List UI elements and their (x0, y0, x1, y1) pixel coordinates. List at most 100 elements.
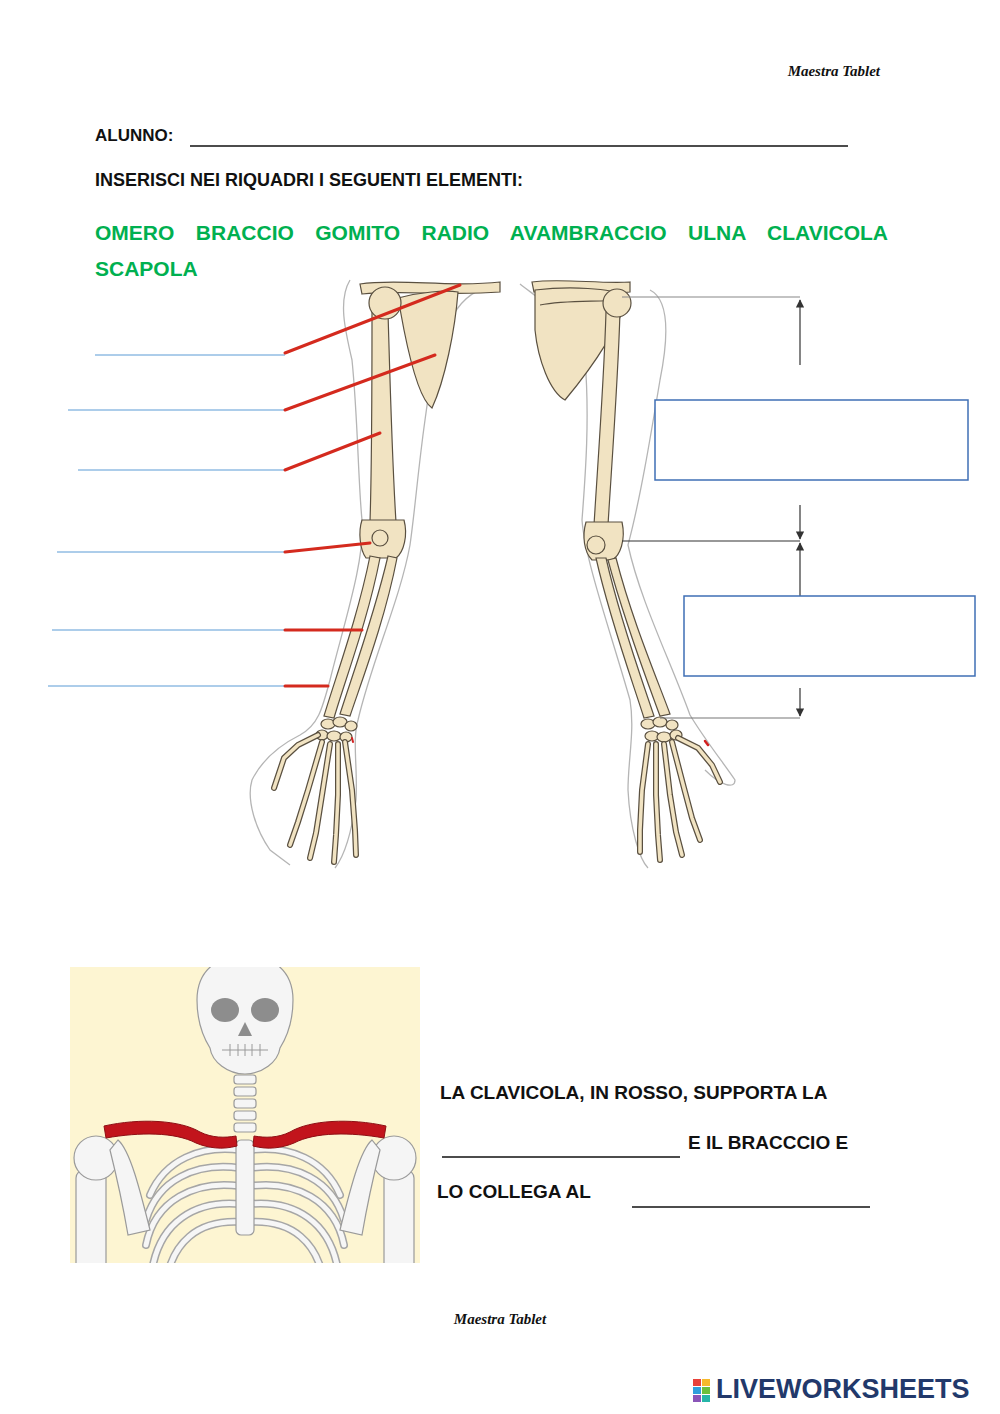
answer-line-part (52, 630, 285, 631)
signature: Maestra Tablet (788, 62, 880, 80)
clavicle-picture-part (165, 1222, 240, 1263)
clavicle-picture-part (230, 1044, 231, 1056)
arm-skeleton-front (316, 282, 500, 742)
arm-skeleton-back-part (603, 289, 631, 317)
hand-bones-front (274, 735, 356, 862)
arm-skeleton-back (532, 281, 682, 742)
question-text: LA CLAVICOLA, IN ROSSO, SUPPORTA LA (440, 1082, 827, 1105)
hand-bones-front-part (345, 742, 356, 855)
clavicle-picture-part (340, 1140, 380, 1235)
arm-skeleton-back-part (657, 732, 671, 742)
arm-skeleton-back-part (584, 522, 623, 560)
dimension-bracket-part (799, 543, 800, 598)
dimension-bracket-part (799, 300, 800, 365)
answer-line-part (95, 355, 285, 356)
arm-skeleton-back-part (594, 312, 620, 525)
clavicle-picture-part (197, 967, 293, 1074)
answer-box (655, 400, 975, 676)
hand-bones-front-part (290, 742, 322, 845)
name-line (190, 146, 848, 147)
answer-line-part (78, 470, 285, 471)
clavicle-picture-part (252, 1044, 253, 1056)
arm-skeleton-back-part (608, 558, 670, 716)
arm-skeleton-front-part (324, 556, 380, 718)
answer-box-part (684, 596, 975, 676)
arm-skeleton-front-part (360, 520, 406, 558)
worksheet-title: INSERISCI NEI RIQUADRI I SEGUENTI ELEMEN… (95, 170, 523, 191)
logo-icon (693, 1379, 710, 1402)
pointer-line-part (285, 355, 435, 410)
clavicle-picture-part (211, 998, 239, 1022)
clavicle-picture-part (253, 1121, 386, 1148)
hand-bones-back-part (678, 738, 720, 782)
arm-skeleton-front-part (345, 721, 357, 731)
pointer-line-part (285, 629, 362, 632)
clavicle-picture-part (211, 998, 279, 1036)
logo-icon-part (702, 1387, 710, 1394)
fill-in-blank-part (442, 1156, 680, 1158)
clavicle-picture-part (76, 1170, 106, 1263)
hand-bones-front-part (274, 735, 356, 862)
dimension-bracket-part (622, 540, 800, 541)
arm-skeleton-front-part (398, 291, 458, 408)
arm-skeleton-front-part (370, 312, 396, 522)
pointer-line-part (285, 285, 460, 353)
hand-bones-front-part (274, 735, 356, 862)
clavicle-picture-part (250, 1222, 325, 1263)
question-text: LO COLLEGA AL (437, 1181, 591, 1204)
clavicle-picture-part (110, 1140, 150, 1235)
clavicle-picture-part (260, 1044, 261, 1056)
hand-bones-back-part (672, 742, 700, 840)
clavicle-picture-part (104, 1121, 237, 1148)
name-line-part (190, 145, 848, 147)
hand-bones-front-part (274, 735, 318, 788)
clavicle-picture-part (165, 1222, 240, 1263)
fill-in-blank-part (632, 1206, 870, 1208)
brand-logo: LIVEWORKSHEETS (716, 1373, 970, 1405)
clavicle-picture-part (234, 1111, 256, 1120)
hand-bones-front-part (310, 744, 330, 858)
arm-skeleton-front-part (327, 731, 341, 741)
logo-icon-part (693, 1379, 701, 1386)
arm-silhouette-part (335, 284, 500, 868)
arm-silhouette-part (250, 280, 362, 865)
clavicle-picture-part (234, 1099, 256, 1108)
logo-icon-part (702, 1395, 710, 1402)
answer-line-part (48, 686, 285, 687)
answer-line-part (68, 410, 285, 411)
hand-bones-back-part (705, 741, 708, 745)
logo-icon-part (693, 1387, 701, 1394)
hand-bones-back-part (640, 744, 648, 852)
dimension-bracket-part (799, 688, 800, 716)
clavicle-picture-part (238, 1044, 239, 1056)
arm-skeleton-front-part (372, 530, 388, 546)
hand-bones-back-part (640, 738, 720, 860)
dimension-bracket-part (660, 717, 800, 718)
clavicle-picture-part (234, 1087, 256, 1096)
answer-line (48, 355, 285, 686)
clavicle-picture-part (104, 1121, 386, 1148)
pointer-line-part (285, 543, 370, 552)
hand-bones-front-part (352, 738, 353, 742)
hand-bones-back (640, 738, 720, 860)
student-field: ALUNNO: (95, 126, 173, 146)
hand-bones-front-part (334, 744, 338, 862)
hand-bones-back-part (640, 738, 720, 860)
pointer-line-part (285, 433, 380, 470)
clavicle-picture-part (245, 1044, 246, 1056)
pointer-line-part (285, 685, 328, 688)
arm-silhouette-part (520, 284, 648, 868)
clavicle-picture-part (222, 1044, 268, 1056)
clavicle-picture-part (384, 1170, 414, 1263)
clavicle-picture-part (234, 1075, 256, 1084)
answer-box-part (655, 400, 968, 480)
clavicle-picture-part (250, 1222, 325, 1263)
clavicle-picture (70, 967, 420, 1263)
clavicle-picture-part (251, 998, 279, 1022)
hand-bones-front-part (345, 742, 356, 855)
hand-bones-front-part (310, 744, 330, 858)
hand-bones-back-part (656, 744, 660, 860)
clavicle-picture-part (197, 967, 293, 1132)
answer-line-part (57, 552, 285, 553)
dimension-bracket-part (622, 296, 800, 297)
